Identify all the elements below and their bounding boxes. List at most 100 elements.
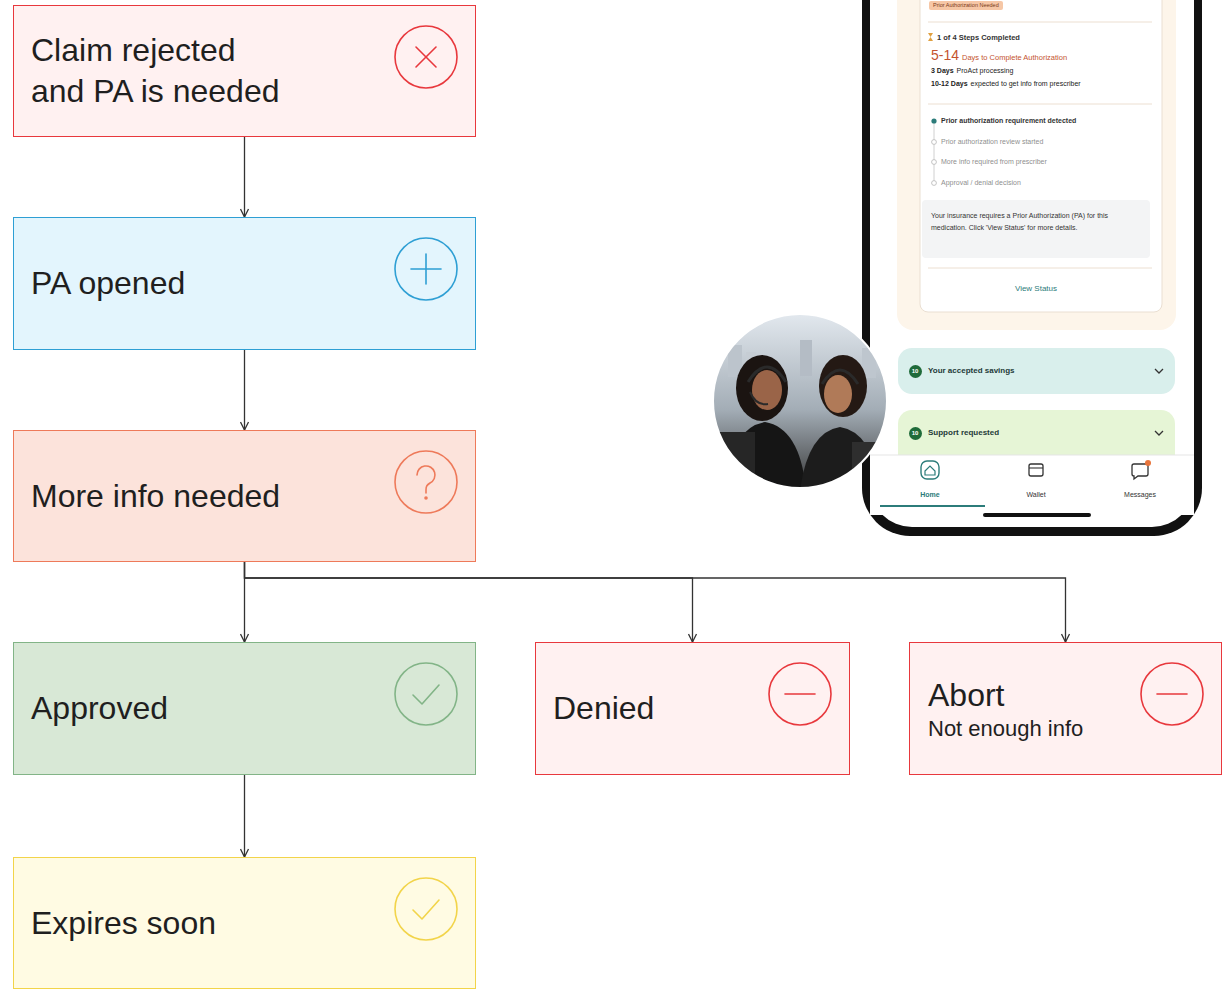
person-face: [824, 375, 852, 413]
status-box: Approved: [13, 642, 476, 775]
status-box: Denied: [535, 642, 850, 775]
status-icon: [1139, 661, 1205, 727]
icon-x: [416, 47, 436, 67]
phone-text: 1 of 4 Steps Completed: [937, 33, 1020, 42]
home-indicator: [983, 513, 1091, 517]
notification-dot: [1145, 460, 1151, 466]
status-card: [920, 0, 1162, 312]
messages-icon: [1132, 464, 1148, 479]
phone-text: ProAct processing: [957, 66, 1014, 75]
chevron: [1155, 431, 1163, 435]
icon-plus: [411, 268, 441, 270]
icon-ring: [395, 451, 457, 513]
separator: [928, 22, 1152, 23]
status-icon: [393, 236, 459, 302]
text-group: AbortNot enough info: [928, 643, 1123, 774]
node-title: Denied: [553, 688, 751, 729]
timeline-dot: [931, 118, 936, 123]
status-box: AbortNot enough info: [909, 642, 1222, 775]
phone-text: 10-12 Days: [931, 79, 968, 88]
phone-text: Home: [920, 490, 939, 499]
phone-frame: [862, 0, 1202, 536]
timeline-dot: [932, 140, 937, 145]
headset: [748, 367, 786, 382]
status-icon: [393, 449, 459, 515]
count-badge: 10: [909, 365, 922, 378]
status-icon: [767, 661, 833, 727]
phone-text-row: Your insurance requires a Prior Authoriz…: [931, 210, 1143, 234]
phone-text: 5-14: [931, 46, 959, 64]
person-hair: [819, 355, 867, 417]
text-group: Claim rejected and PA is needed: [31, 6, 293, 136]
node-title: Approved: [31, 688, 377, 729]
phone-mockup: [862, 0, 1202, 536]
status-box: More info needed: [13, 430, 476, 562]
phone-text: Approval / denial decision: [941, 178, 1021, 187]
phone-text-row: Wallet: [976, 490, 1096, 499]
phone-text-row: More info required from prescriber: [941, 157, 1047, 166]
node-subtitle: Not enough info: [928, 716, 1123, 742]
node-title: Claim rejected and PA is needed: [31, 30, 293, 112]
flow-arrow: [244, 137, 245, 217]
node-title: More info needed: [31, 476, 377, 517]
phone-text: Support requested: [928, 428, 999, 438]
wallet-icon: [1029, 467, 1043, 468]
phone-text: expected to get info from prescriber: [971, 79, 1081, 88]
icon-ring: [395, 26, 457, 88]
icon-check: [413, 685, 439, 704]
phone-text-row: Approval / denial decision: [941, 178, 1021, 187]
flow-arrow: [245, 562, 693, 642]
status-card-bg: [897, 0, 1176, 330]
phone-text: 3 Days: [931, 66, 954, 75]
wallet-icon: [1029, 464, 1043, 476]
icon-question: [417, 466, 435, 493]
icon-ring: [395, 663, 457, 725]
support-agents-photo: [713, 314, 888, 490]
person-hair: [736, 355, 788, 421]
photo-ring: [713, 314, 887, 488]
text-group: Denied: [553, 643, 751, 774]
icon-question-dot: [424, 496, 428, 500]
phone-text: View Status: [1015, 284, 1057, 294]
headset: [822, 370, 858, 384]
monitor: [713, 432, 755, 490]
text-group: Approved: [31, 643, 377, 774]
home-icon: [925, 466, 935, 475]
phone-text-row: Prior Authorization Needed: [929, 1, 1003, 10]
phone-text-row: Your accepted savings: [928, 366, 1015, 376]
status-box: Claim rejected and PA is needed: [13, 5, 476, 137]
timeline-dot: [932, 181, 937, 186]
phone-text-row: Messages: [1080, 490, 1200, 499]
nav-divider: [870, 455, 1194, 456]
info-box: [922, 200, 1150, 258]
node-title: PA opened: [31, 263, 377, 304]
node-title: Expires soon: [31, 903, 377, 944]
phone-text-row: Support requested: [928, 428, 999, 438]
phone-text: Wallet: [1026, 490, 1045, 499]
icon-minus: [785, 693, 815, 695]
status-icon: [393, 661, 459, 727]
text-group: More info needed: [31, 431, 377, 561]
status-box: Expires soon: [13, 857, 476, 989]
flow-arrow: [244, 350, 245, 430]
icon-x: [416, 47, 436, 67]
phone-text: Days to Complete Authorization: [962, 53, 1067, 62]
status-icon: [393, 876, 459, 942]
phone-screen: [870, 0, 1194, 527]
text-group: PA opened: [31, 218, 377, 349]
phone-text-row: Prior authorization review started: [941, 137, 1043, 146]
icon-check: [413, 900, 439, 919]
icon-ring: [1141, 663, 1203, 725]
icon-ring: [395, 238, 457, 300]
status-box: PA opened: [13, 217, 476, 350]
phone-text: Messages: [1124, 490, 1156, 499]
headset-mic: [750, 392, 768, 404]
phone-text-row: 5-14Days to Complete Authorization: [931, 46, 1067, 64]
phone-text: More info required from prescriber: [941, 157, 1047, 166]
status-icon: [393, 24, 459, 90]
separator: [928, 268, 1152, 269]
phone-text-row: Home: [870, 490, 990, 499]
flow-arrow: [245, 562, 1066, 642]
phone-text-row: 1 of 4 Steps Completed: [937, 33, 1020, 42]
